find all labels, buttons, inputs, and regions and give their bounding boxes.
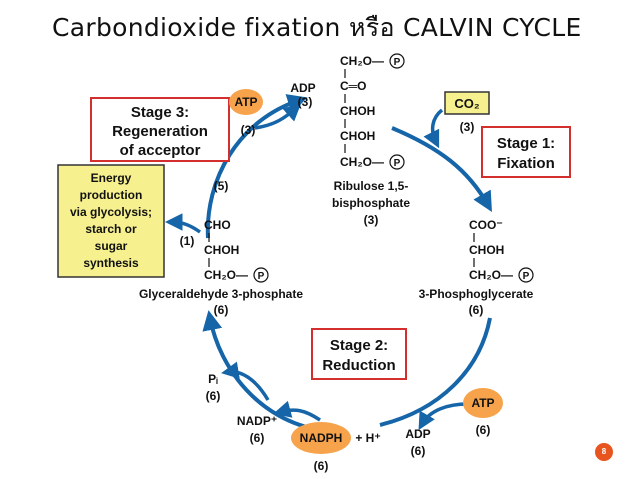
stage1-box: Stage 1: Fixation bbox=[481, 126, 571, 178]
ribulose-count: (3) bbox=[364, 213, 379, 227]
svg-text:CH₂O—: CH₂O— bbox=[340, 54, 384, 68]
svg-text:CHOH: CHOH bbox=[340, 129, 375, 143]
energy-production-box: Energy production via glycolysis; starch… bbox=[57, 164, 165, 278]
arrow-atp-adp-bottom bbox=[418, 402, 469, 431]
ribulose-structure: CH₂O— P C═O CHOH CHOH CH₂O— P bbox=[340, 53, 405, 170]
stage2-box: Stage 2: Reduction bbox=[311, 328, 407, 380]
nadph-label: NADPH bbox=[300, 431, 343, 445]
svg-text:CHOH: CHOH bbox=[469, 243, 504, 257]
energy-line-5: sugar bbox=[95, 239, 128, 253]
pi-label: Pᵢ bbox=[208, 372, 218, 386]
atp-top-circle: ATP bbox=[229, 89, 263, 115]
adp-top-count: (3) bbox=[298, 95, 313, 109]
atp-bottom-label: ATP bbox=[471, 396, 494, 410]
cycle-arrow-bottom-right bbox=[379, 317, 492, 427]
glyceraldehyde-count: (6) bbox=[214, 303, 229, 317]
stage2-title: Stage 2: bbox=[330, 337, 388, 354]
svg-text:CHOH: CHOH bbox=[340, 104, 375, 118]
svg-text:P: P bbox=[523, 271, 530, 282]
svg-text:CH₂O—: CH₂O— bbox=[204, 268, 248, 282]
stage2-line2: Reduction bbox=[322, 357, 395, 374]
page-number-badge: 8 bbox=[595, 443, 613, 461]
cycle-arrow-right bbox=[391, 126, 492, 212]
arrow-to-energy bbox=[165, 213, 202, 234]
atp-top-label: ATP bbox=[234, 95, 257, 109]
adp-top-label: ADP bbox=[290, 81, 315, 95]
energy-line-1: Energy bbox=[91, 171, 132, 185]
svg-text:P: P bbox=[394, 158, 401, 169]
glyceraldehyde-label: Glyceraldehyde 3-phosphate bbox=[139, 287, 303, 301]
stage1-line2: Fixation bbox=[497, 155, 555, 172]
svg-text:CHO: CHO bbox=[204, 218, 231, 232]
stage3-box: Stage 3: Regeneration of acceptor bbox=[90, 97, 230, 162]
energy-line-6: synthesis bbox=[83, 256, 139, 270]
arrow-atp-adp-top bbox=[254, 103, 302, 130]
co2-box: CO₂ bbox=[444, 91, 490, 115]
arrow-co2-in bbox=[423, 108, 444, 149]
phosphoglycerate-count: (6) bbox=[469, 303, 484, 317]
co2-label: CO₂ bbox=[454, 96, 480, 111]
atp-bottom-count: (6) bbox=[476, 423, 491, 437]
atp-top-count: (3) bbox=[241, 123, 256, 137]
svg-text:C═O: C═O bbox=[340, 79, 367, 93]
h-plus-label: + H⁺ bbox=[355, 431, 380, 445]
adp-bottom-count: (6) bbox=[411, 444, 426, 458]
cycle-arrow-bottom-left bbox=[202, 310, 321, 432]
nadph-count: (6) bbox=[314, 459, 329, 473]
phosphoglycerate-label: 3-Phosphoglycerate bbox=[419, 287, 534, 301]
energy-line-4: starch or bbox=[85, 222, 137, 236]
svg-text:CH₂O—: CH₂O— bbox=[340, 155, 384, 169]
ribulose-label-2: bisphosphate bbox=[332, 196, 410, 210]
arrow-nadp-out bbox=[273, 400, 321, 422]
co2-count: (3) bbox=[460, 120, 475, 134]
ribulose-label-1: Ribulose 1,5- bbox=[334, 179, 409, 193]
arrow-pi-out bbox=[221, 361, 270, 401]
branch-count-1: (1) bbox=[180, 234, 195, 248]
nadp-label: NADP⁺ bbox=[237, 414, 277, 428]
stage3-line3: of acceptor bbox=[120, 142, 201, 159]
pi-count: (6) bbox=[206, 389, 221, 403]
branch-count-5: (5) bbox=[214, 179, 229, 193]
slide-title: Carbondioxide fixation หรือ CALVIN CYCLE bbox=[52, 13, 582, 42]
adp-bottom-label: ADP bbox=[405, 427, 430, 441]
svg-text:CHOH: CHOH bbox=[204, 243, 239, 257]
glyceraldehyde-structure: CHO CHOH CH₂O— P bbox=[204, 218, 269, 283]
stage1-title: Stage 1: bbox=[497, 135, 555, 152]
svg-text:COO⁻: COO⁻ bbox=[469, 218, 503, 232]
energy-line-2: production bbox=[80, 188, 143, 202]
energy-line-3: via glycolysis; bbox=[70, 205, 152, 219]
svg-text:P: P bbox=[258, 271, 265, 282]
phosphoglycerate-structure: COO⁻ CHOH CH₂O— P bbox=[469, 218, 534, 283]
nadph-circle: NADPH bbox=[291, 422, 351, 454]
svg-text:CH₂O—: CH₂O— bbox=[469, 268, 513, 282]
stage3-title: Stage 3: bbox=[131, 104, 189, 121]
svg-text:P: P bbox=[394, 57, 401, 68]
atp-bottom-circle: ATP bbox=[463, 388, 503, 418]
stage3-line2: Regeneration bbox=[112, 123, 208, 140]
nadp-count: (6) bbox=[250, 431, 265, 445]
